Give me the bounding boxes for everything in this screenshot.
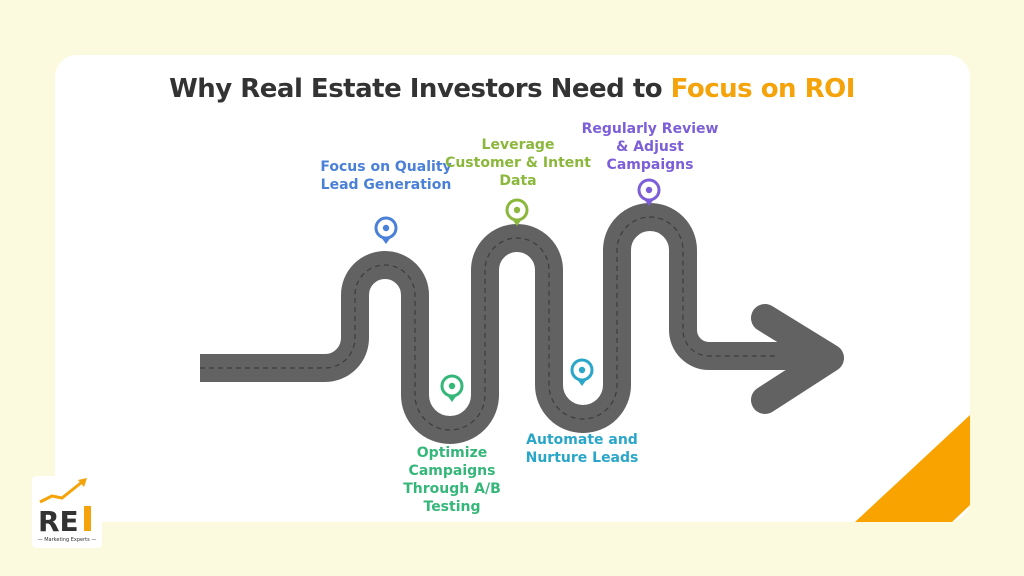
road [200,203,844,444]
page-title: Why Real Estate Investors Need to Focus … [0,74,1024,104]
map-pin-icon [374,216,398,244]
map-pin-icon [637,178,661,206]
step-label-4: Automate and Nurture Leads [525,432,639,466]
step-label-5: Regularly Review & Adjust Campaigns [581,121,719,173]
map-pin-icon [570,358,594,386]
svg-text:— Marketing Experts —: — Marketing Experts — [38,537,97,543]
title-prefix: Why Real Estate Investors Need to [169,74,671,104]
step-label-2: Optimize Campaigns Through A/B Testing [403,445,501,515]
rei-logo: RE — Marketing Experts — [32,476,102,548]
svg-text:RE: RE [38,505,79,538]
map-pin-icon [505,198,529,226]
step-label-1: Focus on Quality Lead Generation [320,159,452,193]
step-label-3: Leverage Customer & Intent Data [445,137,591,189]
title-highlight: Focus on ROI [670,74,856,104]
map-pin-icon [440,374,464,402]
corner-accent [855,415,970,522]
infographic-card [55,55,970,522]
